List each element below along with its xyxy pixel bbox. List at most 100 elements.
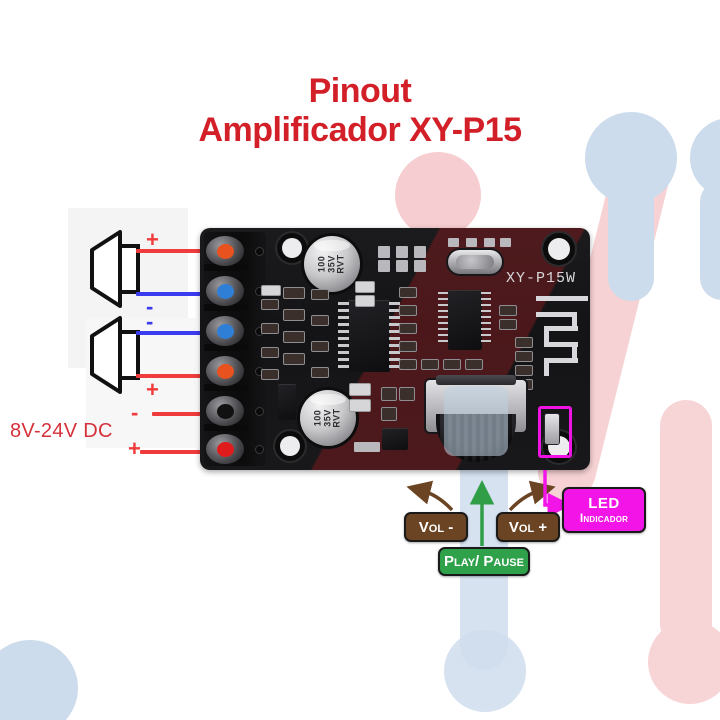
terminal-vent-hole [256,248,263,255]
power-input-label: 8V-24V DC [10,420,113,442]
capacitor-top-marking: 100 35V RVT [316,254,346,274]
terminal-speaker-right-negative[interactable] [206,276,244,306]
mounting-hole-top-left [282,238,302,258]
bluetooth-soc-pins-left [438,292,448,346]
smd-resistor [400,360,416,369]
wire-speaker-top-positive [136,249,218,253]
solder-pad [466,238,477,247]
solder-pad [396,260,408,272]
callout-vol-plus[interactable]: Vol + [496,512,560,542]
terminal-speaker-right-positive[interactable] [206,236,244,266]
smd-resistor [312,342,328,351]
smd-resistor [262,348,278,357]
solder-pad [484,238,495,247]
mounting-hole-bottom-left [280,436,300,456]
smd-resistor [312,290,328,299]
title-line-1: Pinout [308,72,412,110]
voltage-regulator [382,428,408,450]
arrow-vol-minus [406,480,454,512]
terminal-vent-hole [256,288,263,295]
inductor [278,384,296,420]
terminal-power-positive[interactable] [206,434,244,464]
smd-resistor [500,306,516,315]
smd-resistor [312,316,328,325]
title-line-2: Amplificador XY-P15 [198,111,522,150]
arrow-led [543,470,572,518]
page-title: Pinout Amplificador XY-P15 [0,72,720,151]
smd-resistor [382,388,396,400]
callout-led-indicator[interactable]: LED Indicador [562,487,646,533]
solder-pad [378,246,390,258]
smd-resistor [262,370,278,379]
callout-play-pause[interactable]: Play/ Pause [438,547,530,576]
smd-resistor [400,388,414,400]
smd-resistor [400,288,416,297]
wire-speaker-bottom-positive [136,374,218,378]
smd-resistor [356,282,374,292]
terminal-slot [204,344,248,351]
solder-pad [396,246,408,258]
speaker-bottom-icon [86,312,150,398]
smd-resistor [262,286,280,295]
terminal-speaker-left-positive[interactable] [206,356,244,386]
terminal-vent-hole [256,446,263,453]
smd-capacitor [284,288,304,298]
wire-power-positive [140,450,218,454]
terminal-vent-hole [256,408,263,415]
encoder-highlight [444,386,508,456]
background-blue-stem-1 [608,175,654,301]
terminal-power-negative[interactable] [206,396,244,426]
wire-power-negative [152,412,218,416]
solder-pad [414,260,426,272]
terminal-slot [204,264,248,271]
terminal-speaker-left-negative[interactable] [206,316,244,346]
callout-vol-minus[interactable]: Vol - [404,512,468,542]
callout-led-line-1: LED [588,494,620,512]
mounting-hole-top-right [548,238,570,260]
terminal-slot [204,384,248,391]
smd-capacitor [284,354,304,364]
terminal-slot [204,304,248,311]
solder-pad [414,246,426,258]
smd-resistor [516,338,532,347]
amplifier-board: 100 35V RVT 100 35V RVT [200,228,590,470]
smd-capacitor [350,384,370,395]
electrolytic-capacitor-top: 100 35V RVT [304,236,360,292]
wire-speaker-top-negative [136,292,218,296]
smd-resistor [262,324,278,333]
terminal-vent-hole [256,328,263,335]
smd-resistor [400,342,416,351]
solder-pad [378,260,390,272]
smd-capacitor [350,400,370,411]
amplifier-ic-pins-right [389,302,400,372]
arrow-vol-plus [508,480,556,512]
pcb-antenna [536,296,588,376]
smd-resistor [262,300,278,309]
terminal-vent-hole [256,368,263,375]
symbol-speaker-top-negative: - [146,294,154,319]
symbol-speaker-top-positive: + [146,227,159,252]
background-blue-ball [444,630,526,712]
smd-capacitor [284,310,304,320]
symbol-speaker-bottom-negative: - [146,309,154,334]
solder-pad [354,442,380,452]
smd-resistor [500,320,516,329]
symbol-speaker-bottom-positive: + [146,377,159,402]
symbol-power-negative: - [131,400,139,425]
electrolytic-capacitor-bottom: 100 35V RVT [300,390,356,446]
smd-resistor [382,408,396,420]
board-silkscreen-label: XY-P15W [506,270,577,287]
terminal-slot [204,424,248,431]
callout-led-line-2: Indicador [579,510,629,525]
speaker-top-icon [86,226,150,312]
rotary-encoder-knob[interactable] [426,375,526,462]
smd-resistor [422,360,438,369]
smd-capacitor [284,332,304,342]
amplifier-ic [348,300,390,372]
wire-speaker-bottom-negative [136,331,218,335]
smd-resistor [312,368,328,377]
background-pink-ball [648,620,720,704]
amplifier-ic-pins-left [338,302,349,372]
solder-pad [448,238,459,247]
smd-resistor [466,360,482,369]
